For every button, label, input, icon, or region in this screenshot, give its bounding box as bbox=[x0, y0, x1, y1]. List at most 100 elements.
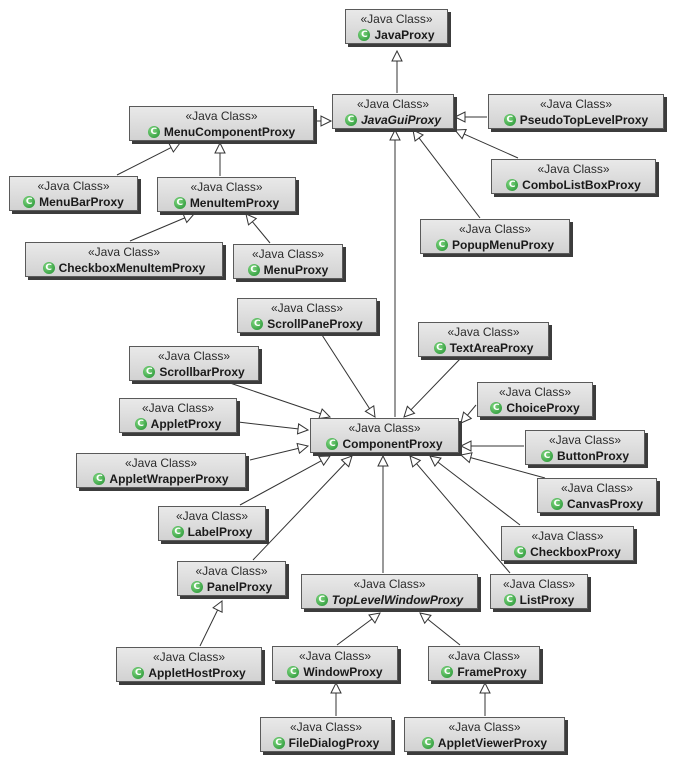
stereotype-label: «Java Class» bbox=[37, 179, 110, 193]
stereotype-label: «Java Class» bbox=[157, 349, 231, 363]
edge-line bbox=[427, 618, 461, 646]
generalization-arrowhead bbox=[453, 111, 466, 123]
generalization-arrowhead bbox=[330, 681, 342, 694]
stereotype-label: «Java Class» bbox=[531, 529, 604, 543]
stereotype-label: «Java Class» bbox=[251, 247, 325, 261]
java-class-icon: C bbox=[143, 365, 156, 378]
class-name: CheckboxMenuItemProxy bbox=[58, 260, 206, 275]
generalization-panel-proxy-to-component-proxy bbox=[252, 455, 353, 561]
edge-line bbox=[116, 147, 172, 176]
class-name: AppletWrapperProxy bbox=[109, 471, 229, 486]
generalization-arrowhead bbox=[377, 454, 389, 467]
java-class-icon: C bbox=[503, 593, 516, 606]
java-class-icon: C bbox=[132, 666, 145, 679]
java-class-icon: C bbox=[173, 196, 186, 209]
class-name: ListProxy bbox=[519, 592, 575, 607]
stereotype-label: «Java Class» bbox=[360, 12, 433, 26]
class-name: JavaProxy bbox=[374, 27, 435, 42]
class-name: ScrollbarProxy bbox=[159, 364, 245, 379]
stereotype-label: «Java Class» bbox=[353, 577, 426, 591]
generalization-file-dialog-proxy-to-window-proxy bbox=[330, 681, 342, 716]
generalization-text-area-proxy-to-component-proxy bbox=[403, 358, 461, 418]
generalization-menu-item-proxy-to-menu-component-proxy bbox=[214, 141, 226, 176]
java-class-icon: C bbox=[541, 449, 553, 462]
generalization-window-proxy-to-top-level-window-proxy bbox=[336, 612, 381, 646]
java-class-icon: C bbox=[251, 317, 264, 330]
stereotype-label: «Java Class» bbox=[560, 481, 634, 495]
class-name: CheckboxProxy bbox=[530, 544, 621, 559]
java-class-icon: C bbox=[433, 341, 446, 354]
generalization-arrowhead bbox=[296, 442, 310, 455]
java-class-icon: C bbox=[93, 472, 106, 485]
java-class-icon: C bbox=[171, 525, 184, 538]
java-class-icon: C bbox=[247, 263, 260, 276]
generalization-arrowhead bbox=[391, 49, 403, 62]
generalization-menu-proxy-to-menu-item-proxy bbox=[245, 213, 271, 244]
generalization-applet-proxy-to-component-proxy bbox=[237, 421, 310, 435]
class-name: TopLevelWindowProxy bbox=[331, 592, 464, 607]
generalization-arrowhead bbox=[459, 452, 473, 464]
generalization-button-proxy-to-component-proxy bbox=[459, 440, 524, 452]
generalization-pseudo-top-level-proxy-to-java-gui-proxy bbox=[453, 111, 487, 123]
java-class-icon: C bbox=[23, 195, 36, 208]
generalization-arrowhead bbox=[403, 405, 416, 418]
stereotype-label: «Java Class» bbox=[195, 564, 268, 578]
class-name: TextAreaProxy bbox=[449, 340, 534, 355]
edge-line bbox=[239, 460, 322, 506]
generalization-menu-bar-proxy-to-menu-component-proxy bbox=[116, 142, 181, 176]
edge-line bbox=[129, 217, 185, 242]
class-name: FileDialogProxy bbox=[288, 735, 380, 750]
class-name: ComboListBoxProxy bbox=[522, 177, 641, 192]
stereotype-label: «Java Class» bbox=[289, 720, 363, 734]
generalization-list-proxy-to-component-proxy bbox=[409, 455, 511, 574]
java-class-icon: C bbox=[514, 545, 527, 558]
generalization-combo-list-box-proxy-to-java-gui-proxy bbox=[453, 128, 519, 159]
stereotype-label: «Java Class» bbox=[348, 421, 421, 435]
generalization-arrowhead bbox=[296, 423, 310, 435]
stereotype-label: «Java Class» bbox=[185, 109, 258, 123]
java-class-icon: C bbox=[287, 665, 300, 678]
stereotype-label: «Java Class» bbox=[498, 385, 572, 399]
edge-line bbox=[229, 382, 321, 415]
class-name: AppletHostProxy bbox=[148, 665, 246, 680]
